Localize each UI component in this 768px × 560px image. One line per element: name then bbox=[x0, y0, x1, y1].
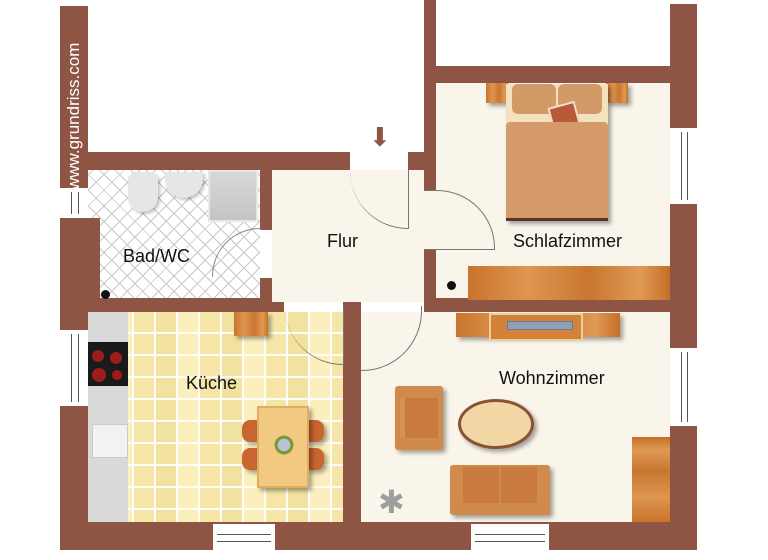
room-label-schlafzimmer: Schlafzimmer bbox=[513, 231, 623, 251]
window-bathroom bbox=[60, 188, 88, 218]
dining-chair-4 bbox=[306, 448, 324, 470]
wall-bath-bottom bbox=[60, 298, 284, 312]
kitchen-sink-icon bbox=[92, 424, 128, 458]
plant-icon: ✱ bbox=[378, 484, 405, 520]
window-kitchen-left bbox=[60, 330, 88, 406]
shower-tray-icon bbox=[208, 170, 258, 222]
wall-bedroom-top bbox=[424, 66, 697, 83]
window-bedroom bbox=[670, 128, 697, 204]
wall-left-upper bbox=[60, 6, 88, 550]
wall-flur-right-lower bbox=[424, 250, 436, 310]
room-label-bad: Bad/WC bbox=[123, 246, 191, 266]
wall-bedroom-bottom bbox=[424, 298, 697, 312]
window-living-bottom bbox=[471, 524, 549, 550]
duvet bbox=[506, 122, 608, 218]
dining-chair-1 bbox=[242, 420, 260, 442]
entrance-arrow-icon: ⬇ bbox=[369, 122, 391, 152]
window-kitchen-bottom bbox=[213, 524, 275, 550]
wall-kitchen-flur-top bbox=[60, 300, 90, 320]
shaft-dot-icon bbox=[101, 290, 110, 299]
dining-chair-3 bbox=[306, 420, 324, 442]
wall-right bbox=[670, 4, 697, 550]
entrance-opening bbox=[350, 152, 408, 170]
dining-table bbox=[257, 406, 309, 488]
armchair bbox=[395, 386, 443, 450]
room-label-flur: Flur bbox=[327, 231, 358, 251]
sofa bbox=[450, 465, 550, 515]
kitchen-cabinet bbox=[234, 312, 268, 336]
shaft-dot-bedroom-icon bbox=[447, 281, 456, 290]
flower-decor-icon bbox=[273, 434, 295, 456]
room-label-wohnzimmer: Wohnzimmer bbox=[499, 368, 605, 388]
bookshelf bbox=[632, 437, 670, 522]
stove-icon bbox=[88, 342, 128, 386]
coffee-table bbox=[458, 399, 534, 449]
wall-bath-flur bbox=[260, 170, 272, 230]
nightstand-right bbox=[606, 83, 628, 103]
bed-icon bbox=[506, 84, 608, 221]
dining-chair-2 bbox=[242, 448, 260, 470]
wall-bottom bbox=[60, 522, 697, 550]
wall-kitchen-living bbox=[343, 302, 361, 527]
tv-stand bbox=[489, 313, 583, 341]
wall-bath-top bbox=[60, 152, 350, 170]
nightstand-left bbox=[486, 83, 508, 103]
window-living-right bbox=[670, 348, 697, 426]
wardrobe-bedroom bbox=[468, 266, 670, 300]
tv-icon bbox=[507, 321, 573, 330]
wall-flur-top-right bbox=[408, 152, 436, 170]
wall-bath-corner bbox=[88, 218, 100, 298]
room-label-kueche: Küche bbox=[186, 373, 238, 393]
toilet-icon bbox=[128, 172, 158, 212]
watermark: www.grundriss.com bbox=[64, 42, 83, 190]
